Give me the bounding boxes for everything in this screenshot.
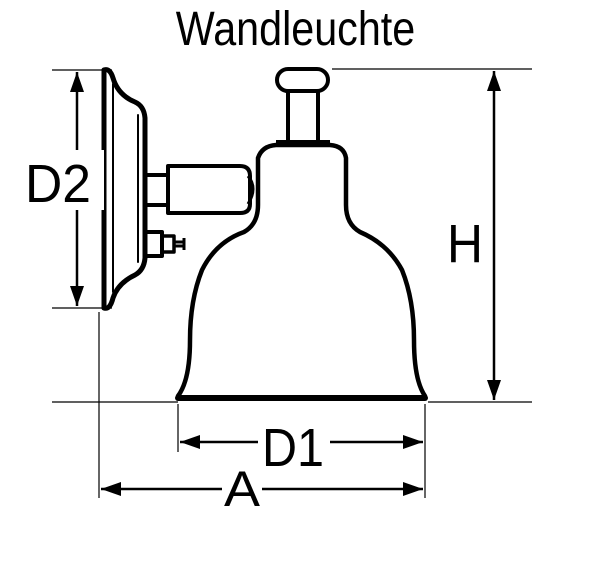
lamp-arm bbox=[144, 164, 255, 215]
lamp-finial bbox=[275, 67, 330, 144]
dimension-a: A bbox=[101, 461, 423, 517]
wall-plate bbox=[101, 67, 148, 311]
dimension-d1: D1 bbox=[180, 416, 423, 478]
extension-lines bbox=[52, 68, 532, 498]
label-d1: D1 bbox=[262, 418, 324, 478]
drawing-title: Wandleuchte bbox=[175, 3, 416, 56]
label-a: A bbox=[224, 461, 261, 517]
label-d2: D2 bbox=[25, 154, 91, 214]
label-h: H bbox=[447, 214, 483, 274]
lamp-shade bbox=[175, 142, 428, 401]
dimension-h: H bbox=[444, 71, 501, 400]
dimension-d2: D2 bbox=[25, 72, 104, 306]
switch-knob bbox=[144, 230, 186, 258]
